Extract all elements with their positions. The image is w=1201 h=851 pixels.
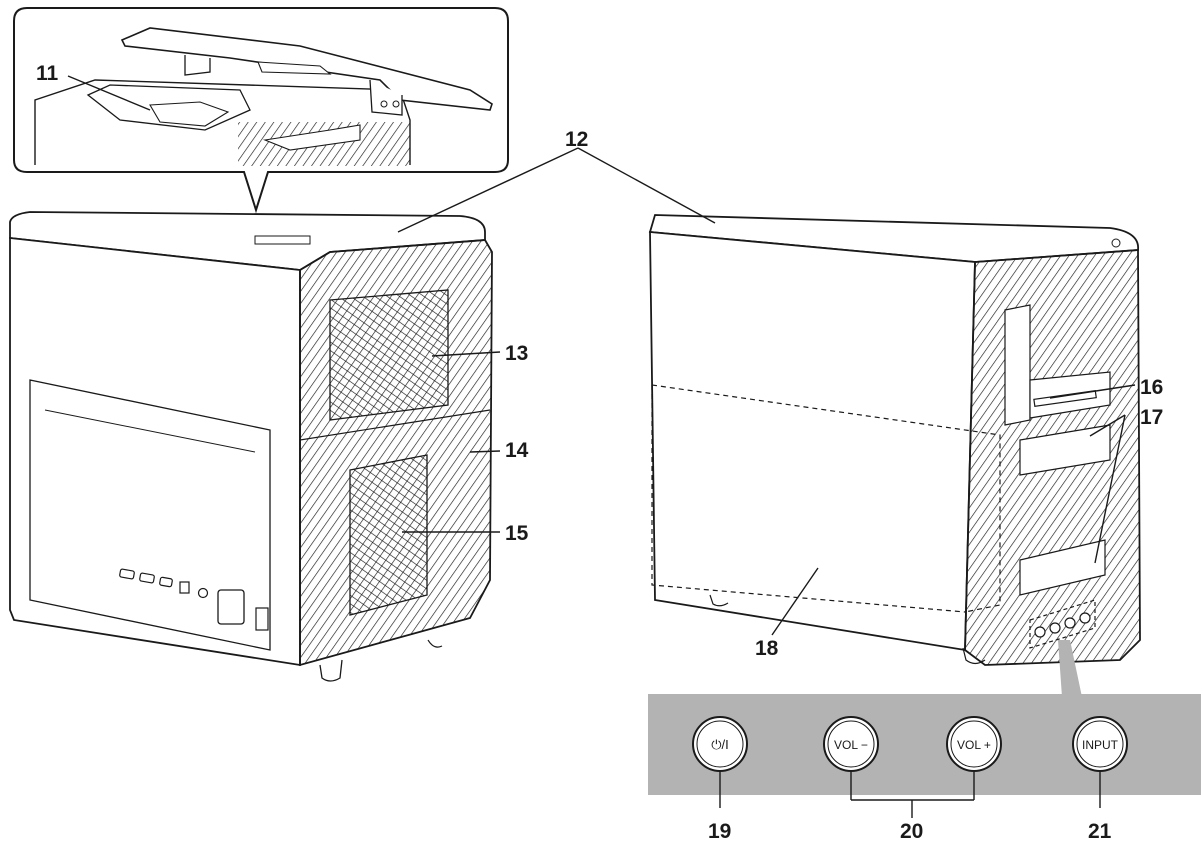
volume-up-button-label: VOL + [957, 738, 991, 752]
leader-lines [67, 75, 1136, 818]
connector-panel [29, 379, 271, 651]
control-button-area [1029, 599, 1096, 649]
input-button-label: INPUT [1082, 738, 1119, 752]
callout-15: 15 [505, 522, 529, 545]
power-button-label: ⏻/I [711, 737, 729, 752]
callout-18: 18 [755, 637, 779, 660]
callout-13: 13 [505, 342, 528, 365]
input-button: INPUT [1072, 716, 1128, 772]
main-power-switch [255, 607, 269, 631]
callout-21: 21 [1088, 820, 1112, 843]
callout-20: 20 [900, 820, 923, 843]
control-buttons-small [1034, 612, 1091, 638]
lens-cover-slot [1033, 390, 1097, 407]
callout-14: 14 [505, 439, 529, 462]
upper-vent [329, 289, 449, 421]
front-panel [649, 231, 976, 652]
volume-down-button: VOL − [823, 716, 879, 772]
control-panel-closeup: ⏻/I VOL − VOL + INPUT [648, 640, 1201, 795]
volume-down-button-label: VOL − [834, 738, 868, 752]
lower-vent [349, 454, 428, 616]
power-button: ⏻/I [692, 716, 748, 772]
top-lid [9, 211, 486, 271]
rear-panel [9, 236, 301, 667]
terminal-ports [119, 568, 269, 631]
lid-detail-inset [13, 7, 509, 214]
callout-numbers: 11 12 13 14 15 16 17 18 19 20 21 [36, 62, 1163, 843]
projector-right-view [648, 214, 1141, 666]
projector-left-view [9, 211, 493, 682]
callout-19: 19 [708, 820, 731, 843]
callout-16: 16 [1140, 376, 1163, 399]
callout-12: 12 [565, 128, 588, 151]
volume-up-button: VOL + [946, 716, 1002, 772]
callout-11: 11 [36, 62, 59, 85]
callout-17: 17 [1140, 406, 1163, 429]
ac-inlet [217, 589, 245, 625]
